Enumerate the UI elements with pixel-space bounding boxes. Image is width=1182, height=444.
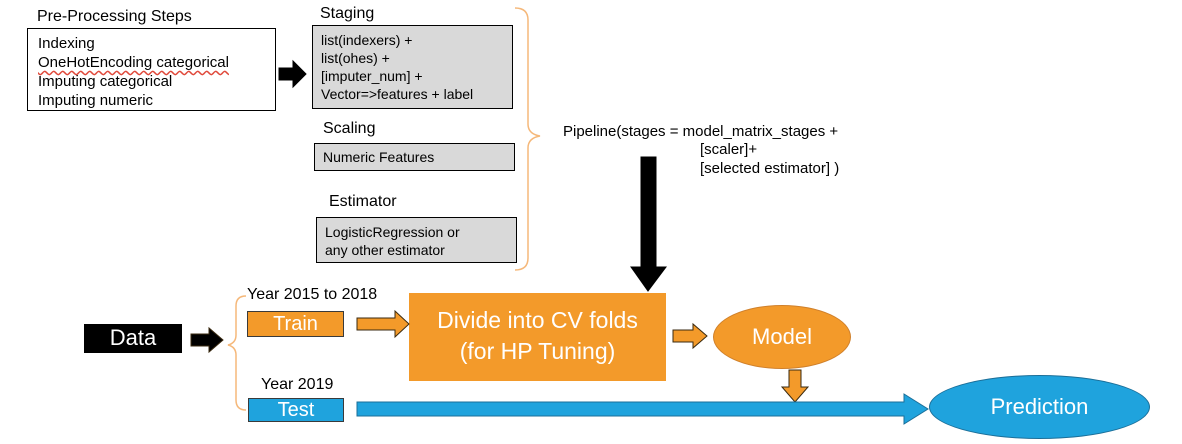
staging-line: list(ohes) +	[321, 50, 390, 66]
cv-folds-line: (for HP Tuning)	[459, 338, 616, 364]
staging-line: Vector=>features + label	[321, 86, 474, 102]
block-arrow-orange	[672, 322, 708, 350]
train-box: Train	[247, 311, 344, 337]
prediction-ellipse: Prediction	[929, 375, 1150, 439]
block-arrow-black	[190, 326, 224, 354]
estimator-line: LogisticRegression or	[325, 224, 460, 240]
staging-line: [imputer_num] +	[321, 68, 423, 84]
scaling-text: Numeric Features	[323, 149, 435, 165]
model-ellipse: Model	[713, 305, 851, 369]
block-arrow-blue	[356, 393, 929, 425]
train-year-label: Year 2015 to 2018	[247, 286, 378, 303]
preprocessing-item: OneHotEncoding categorical	[38, 54, 229, 71]
block-arrow-orange	[356, 309, 410, 339]
preprocessing-item: Imputing categorical	[38, 73, 173, 90]
block-arrow-orange	[780, 369, 810, 403]
pipeline-line: [scaler]+	[700, 141, 758, 158]
staging-line: list(indexers) +	[321, 32, 413, 48]
test-year-label: Year 2019	[261, 376, 334, 393]
test-box: Test	[248, 398, 344, 422]
block-arrow-black	[278, 59, 307, 89]
cv-folds-box: Divide into CV folds (for HP Tuning)	[409, 293, 666, 381]
staging-box: list(indexers) + list(ohes) + [imputer_n…	[312, 25, 513, 109]
pipeline-line: [selected estimator] )	[700, 160, 840, 177]
curly-brace	[514, 7, 541, 271]
staging-title: Staging	[320, 5, 375, 22]
scaling-title: Scaling	[323, 120, 376, 137]
estimator-box: LogisticRegression or any other estimato…	[316, 217, 517, 263]
scaling-box: Numeric Features	[314, 143, 515, 171]
bracket	[227, 295, 247, 411]
preprocessing-item: Indexing	[38, 35, 95, 52]
estimator-title: Estimator	[329, 193, 397, 210]
estimator-line: any other estimator	[325, 242, 445, 258]
cv-folds-line: Divide into CV folds	[437, 307, 638, 333]
down-arrow-black	[630, 156, 667, 292]
preprocessing-box: Indexing OneHotEncoding categorical Impu…	[27, 28, 276, 111]
preprocessing-item: Imputing numeric	[38, 92, 154, 109]
preprocessing-title: Pre-Processing Steps	[37, 8, 192, 25]
pipeline-line: Pipeline(stages = model_matrix_stages +	[563, 123, 839, 140]
data-box: Data	[84, 324, 182, 353]
